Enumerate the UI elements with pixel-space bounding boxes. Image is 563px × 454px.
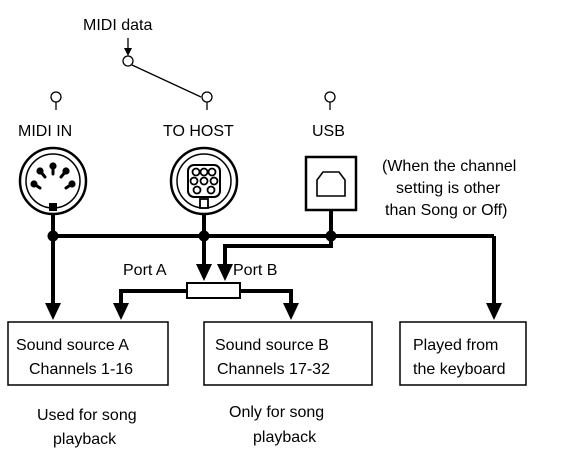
sound-source-b-channels: Channels 17-32 [217, 361, 330, 378]
to-host-terminal [201, 91, 213, 103]
usb-to-port-selector-line [223, 236, 333, 268]
to-host-to-port-selector-arrowhead [196, 264, 212, 281]
sound-source-a-note-line2: playback [53, 431, 117, 448]
usb-terminal [324, 91, 336, 103]
sound-source-a-box: Sound source A Channels 1-16 [7, 321, 169, 386]
sound-source-b-note-line2: playback [253, 429, 317, 446]
keyboard-line1: Played from [413, 337, 498, 354]
sound-source-b-box: Sound source B Channels 17-32 [203, 321, 373, 386]
sound-source-a-title: Sound source A [16, 337, 129, 354]
bus-to-keyboard-arrowhead [486, 303, 502, 320]
midi-data-arrowhead [124, 48, 132, 56]
port-b-branch-arrowhead [283, 303, 299, 320]
to-host-label: TO HOST [163, 123, 234, 140]
port-b-branch-line [240, 289, 293, 307]
usb-note-line2: setting is other [396, 180, 501, 197]
usb-connector-icon [304, 155, 358, 212]
midi-in-to-sound-a-arrowhead [45, 303, 61, 320]
to-host-connector-icon [169, 146, 239, 216]
port-a-branch-arrowhead [113, 303, 129, 320]
usb-note-line3: than Song or Off) [385, 202, 507, 219]
sound-source-b-note-line1: Only for song [229, 404, 324, 421]
port-a-label: Port A [123, 262, 167, 279]
port-a-branch-line [119, 289, 187, 307]
usb-to-port-selector-arrowhead [217, 264, 233, 281]
sound-source-a-note-line1: Used for song [37, 407, 137, 424]
midi-data-label: MIDI data [83, 17, 152, 34]
midi-in-label: MIDI IN [18, 123, 72, 140]
keyboard-line2: the keyboard [413, 361, 506, 378]
port-b-label: Port B [233, 262, 277, 279]
midi-in-terminal [50, 91, 62, 103]
keyboard-box: Played from the keyboard [399, 321, 527, 386]
usb-note-line1: (When the channel [382, 158, 516, 175]
sound-source-a-channels: Channels 1-16 [29, 361, 133, 378]
midi-in-connector-icon [18, 146, 88, 216]
usb-label: USB [312, 123, 345, 140]
port-selector-block [186, 282, 241, 299]
switch-input-terminal [122, 55, 134, 67]
switch-lever [131, 64, 202, 98]
sound-source-b-title: Sound source B [215, 337, 329, 354]
